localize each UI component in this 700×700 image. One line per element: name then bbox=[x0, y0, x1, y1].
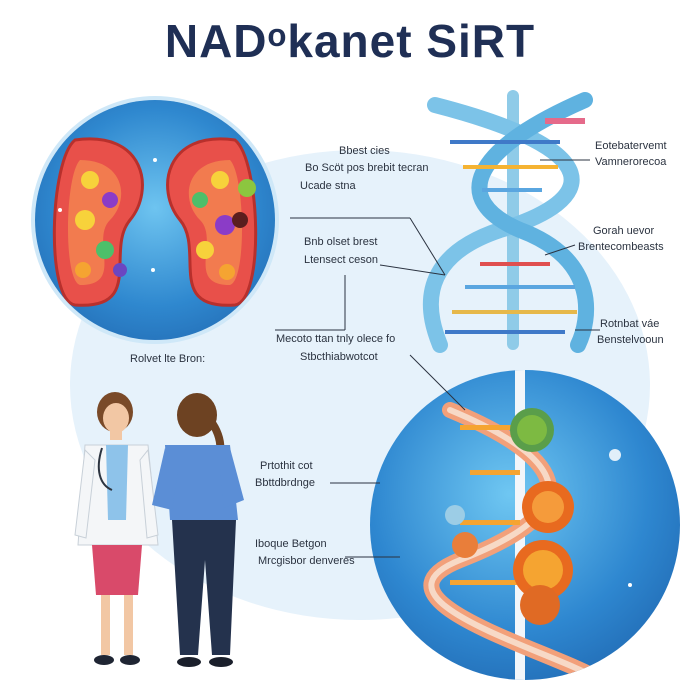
cell-circle bbox=[370, 370, 680, 680]
mitochondria-icon bbox=[52, 137, 258, 307]
label-mito-a1: Bbest cies bbox=[339, 145, 390, 157]
label-left-caption: Rolvet lte Bron: bbox=[130, 353, 206, 365]
label-mid-2: Stbcthiabwotcot bbox=[300, 351, 378, 363]
cell-sphere-icon bbox=[423, 370, 632, 680]
label-mito-a3: Ucade stna bbox=[300, 180, 356, 192]
label-dna-r2-2: Brentecombeasts bbox=[578, 241, 664, 253]
label-cell-3: Iboque Betgon bbox=[255, 538, 327, 550]
label-dna-r3-2: Benstelvooun bbox=[597, 334, 664, 346]
label-center-2: Ltensect ceson bbox=[304, 254, 378, 266]
label-cell-4: Mrcgisbor denveres bbox=[258, 555, 355, 567]
label-center-1: Bnb olset brest bbox=[304, 236, 378, 248]
label-cell-2: Bbttdbrdnge bbox=[255, 477, 315, 489]
label-mid-1: Mecoto ttan tnly olece fo bbox=[276, 333, 396, 345]
page-title: NADᵒkanet SiRT bbox=[164, 15, 536, 67]
label-dna-r2-1: Gorah uevor bbox=[593, 225, 655, 237]
label-dna-r1-2: Vamnerorecoa bbox=[595, 156, 667, 168]
label-cell-1: Prtothit cot bbox=[260, 460, 313, 472]
label-mito-a2: Bo Scöt pos brebit tecran bbox=[305, 162, 429, 174]
label-dna-r3-1: Rotnbat váe bbox=[600, 318, 660, 330]
label-dna-r1-1: Eotebatervemt bbox=[595, 140, 667, 152]
mitochondria-circle bbox=[35, 100, 275, 340]
